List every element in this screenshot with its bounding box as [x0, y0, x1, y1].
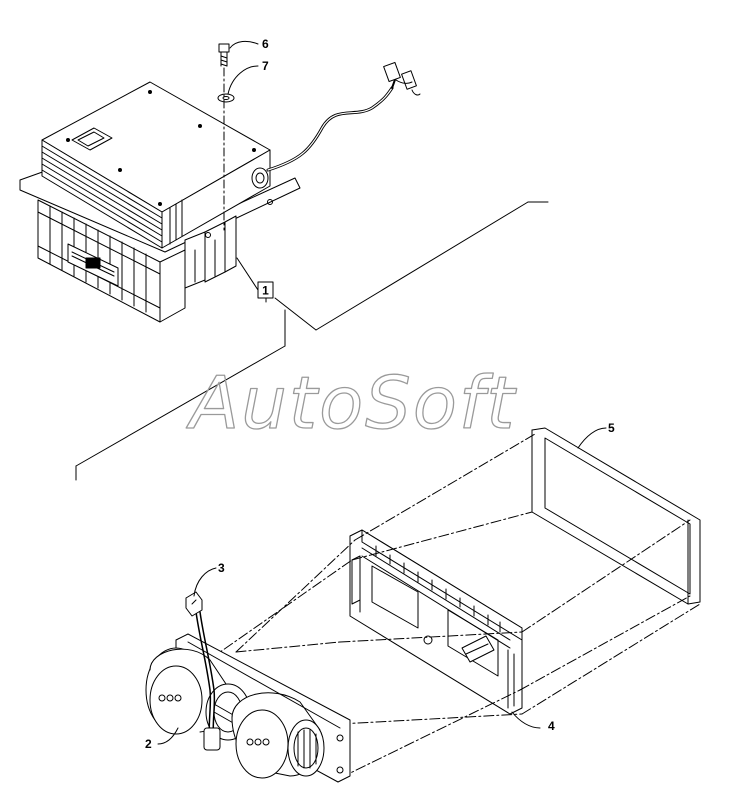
callout-4: 4: [548, 719, 555, 733]
callout-1: 1: [262, 284, 269, 298]
harness-connector: [383, 61, 421, 96]
blower-assembly-part: [145, 611, 351, 783]
assembly-reference-lines: [75, 201, 549, 481]
washer-part: [217, 93, 235, 103]
callout-7: 7: [262, 59, 269, 73]
connector-part: [185, 591, 203, 617]
callout-6: 6: [262, 37, 269, 51]
flange-plate-part: [349, 529, 523, 715]
callout-3: 3: [218, 561, 225, 575]
module-label-area: [71, 127, 113, 151]
projection-lines: [179, 433, 701, 779]
heatsink-fins: [41, 145, 183, 245]
bolt-part: [218, 43, 230, 67]
lower-housing: [37, 199, 186, 323]
gasket-part: [531, 427, 701, 605]
module-round-connector: [251, 167, 269, 189]
watermark: AutoSoft: [186, 361, 517, 445]
right-fan-housing: [235, 709, 289, 779]
wiring-harness: [266, 86, 394, 172]
callout-2: 2: [145, 737, 152, 751]
callout-leaders: [157, 40, 607, 745]
callout-1-box: [257, 281, 274, 299]
callout-5: 5: [608, 421, 615, 435]
control-module-assembly: [19, 61, 421, 323]
